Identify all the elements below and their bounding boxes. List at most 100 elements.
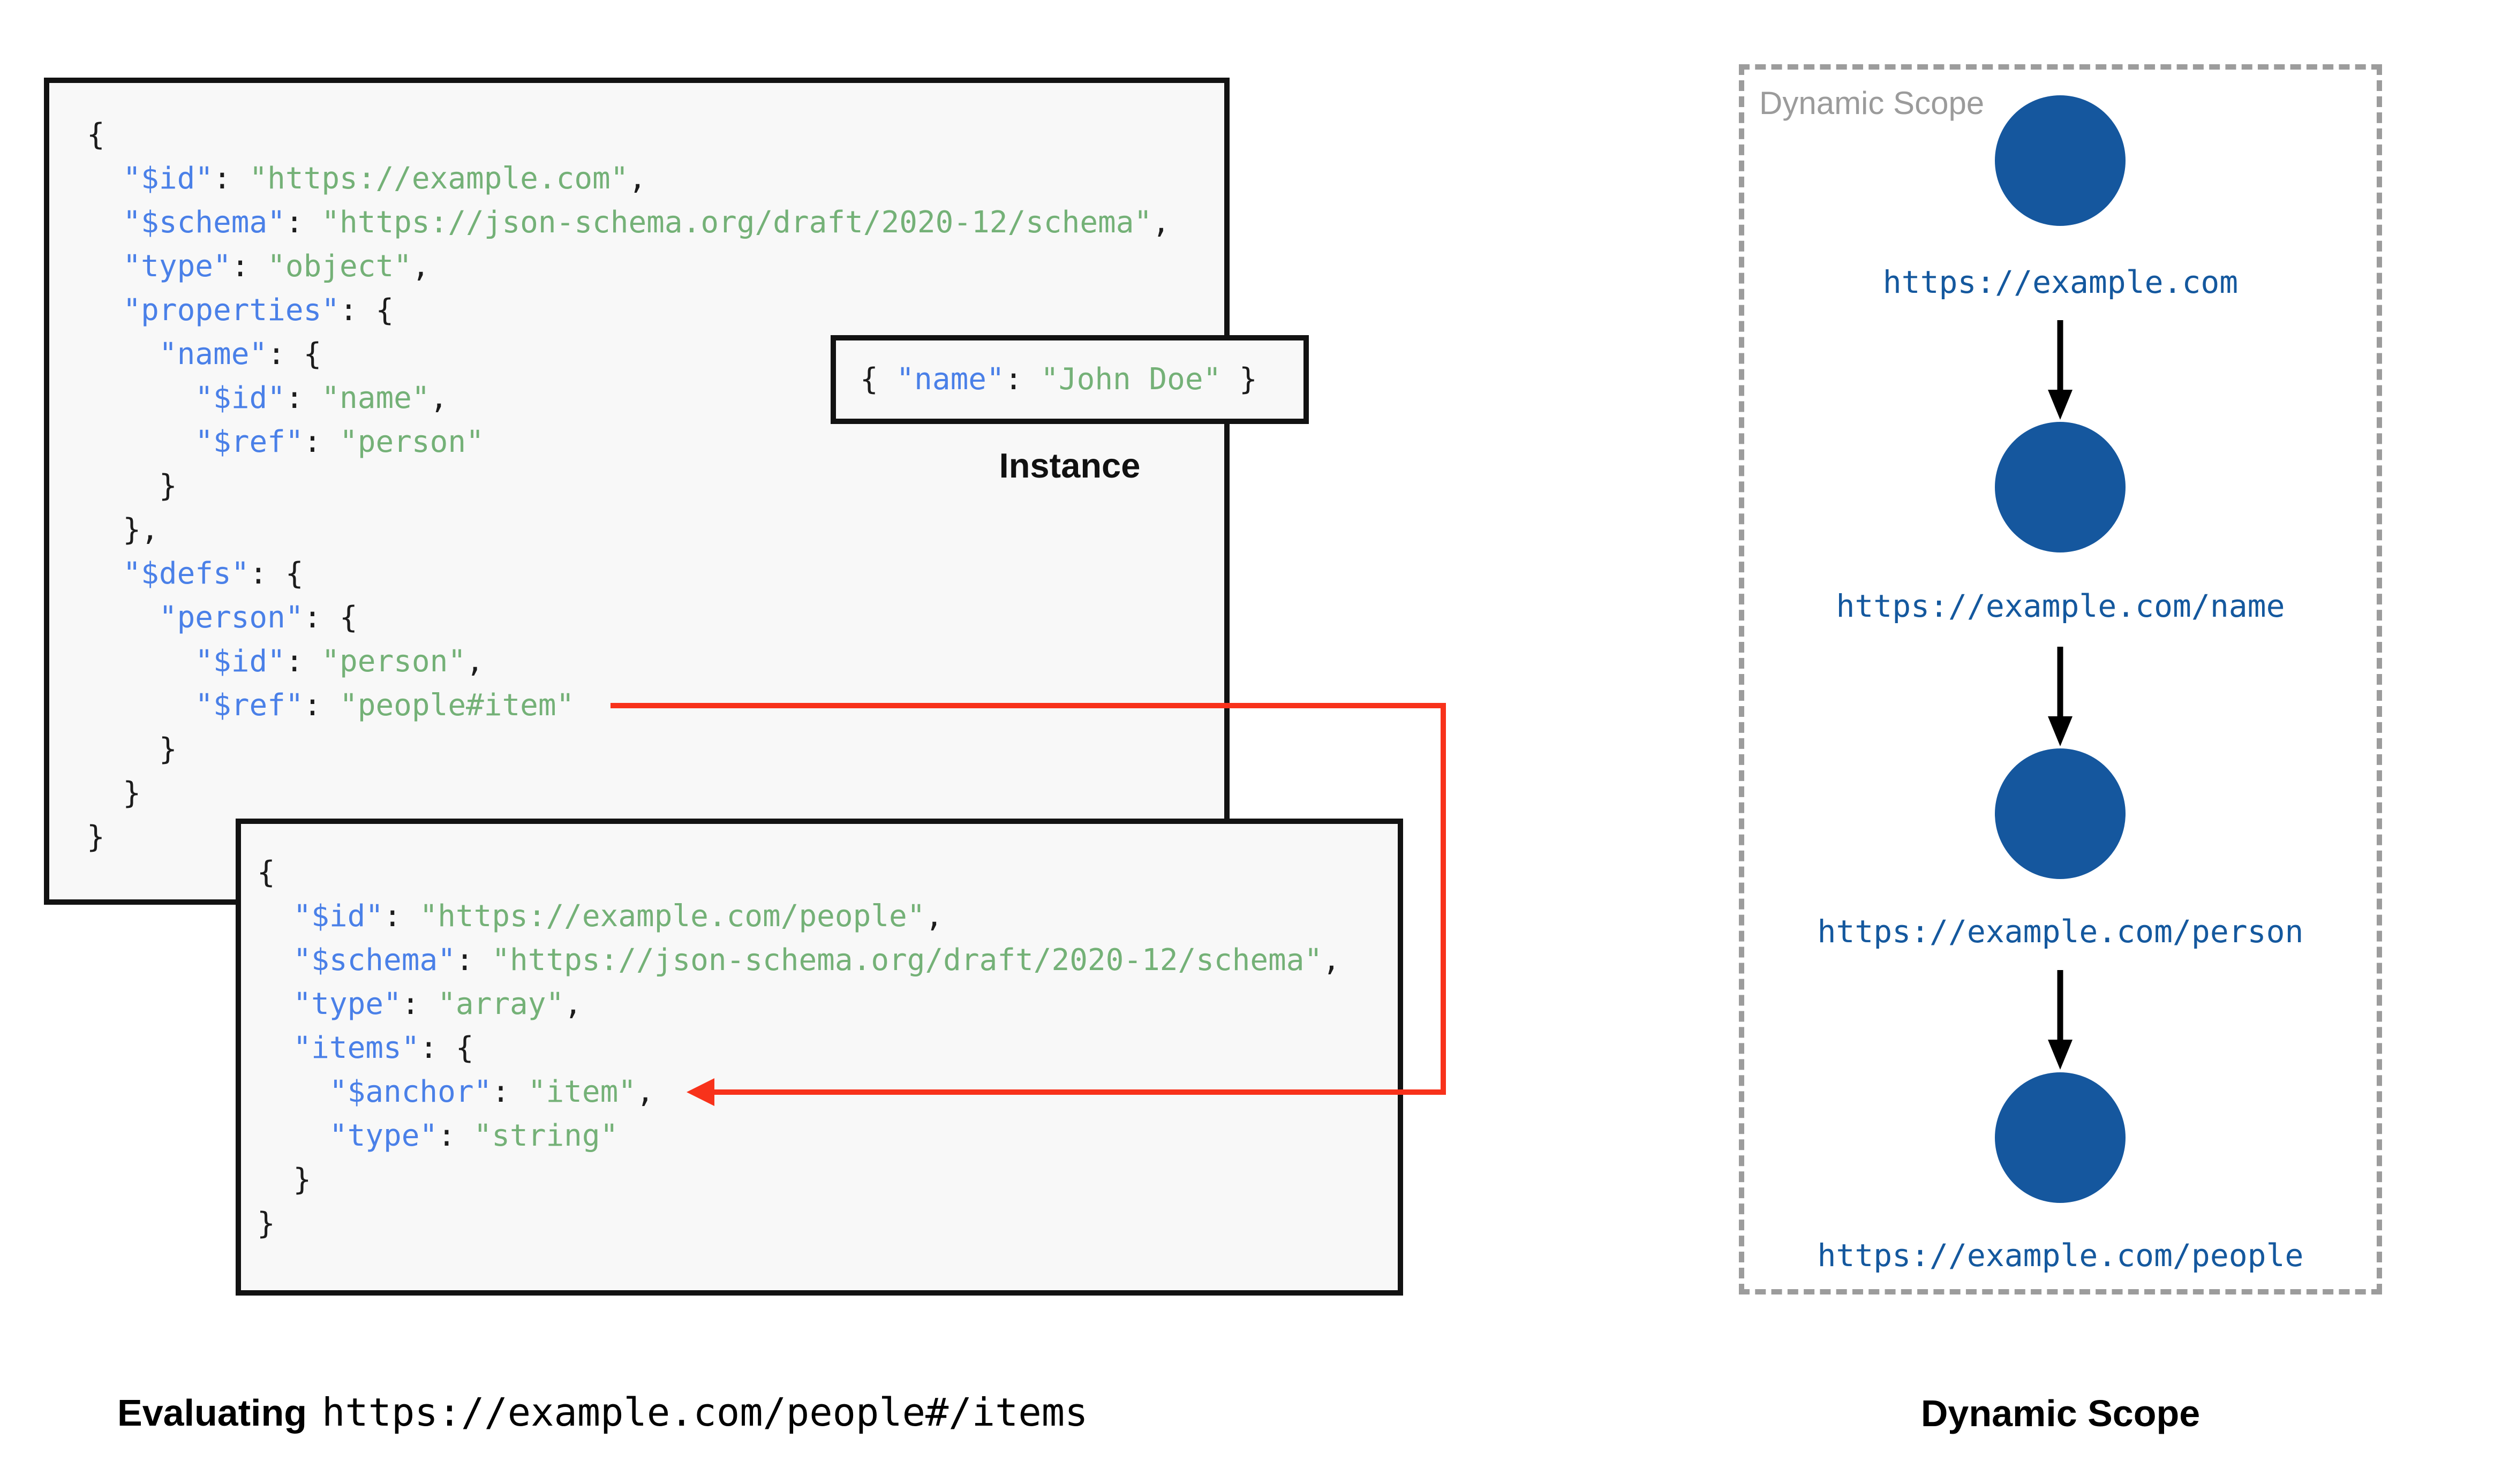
scope-node-url-1: https://example.com xyxy=(1882,264,2239,300)
schema-root-box: { "$id": "https://example.com", "$schema… xyxy=(44,78,1230,905)
down-arrow-head xyxy=(2048,390,2073,420)
caption-dynamic-scope: Dynamic Scope xyxy=(1920,1392,2201,1434)
code-token: "https://json-schema.org/draft/2020-12/s… xyxy=(321,205,1152,240)
code-token: , xyxy=(1152,205,1170,240)
code-token: } xyxy=(87,468,177,503)
code-token xyxy=(257,1074,329,1109)
code-token xyxy=(87,644,195,679)
code-token: "https://json-schema.org/draft/2020-12/s… xyxy=(492,943,1323,978)
caption-evaluating-uri: https://example.com/people#/items xyxy=(321,1390,1088,1435)
code-line: "$defs": { xyxy=(87,552,1214,596)
schema-root-code: { "$id": "https://example.com", "$schema… xyxy=(87,113,1214,859)
code-token: : { xyxy=(267,337,322,372)
code-token: { xyxy=(257,855,275,890)
schema-people-code: { "$id": "https://example.com/people", "… xyxy=(257,851,1387,1246)
code-token xyxy=(257,943,293,978)
code-token xyxy=(257,899,293,934)
code-token: : xyxy=(231,249,268,284)
code-line: } xyxy=(87,815,1214,859)
code-token: , xyxy=(466,644,484,679)
code-token: "name" xyxy=(896,362,1005,397)
code-token: "John Doe" xyxy=(1041,362,1222,397)
down-arrow-icon xyxy=(2048,647,2073,746)
code-token: : xyxy=(492,1074,528,1109)
code-line: "$id": "https://example.com/people", xyxy=(257,895,1387,938)
code-token: { xyxy=(87,117,105,152)
code-token: "https://example.com" xyxy=(249,161,629,196)
code-line: }, xyxy=(87,508,1214,552)
code-line: } xyxy=(257,1202,1387,1246)
code-line: } xyxy=(87,728,1214,771)
code-token: , xyxy=(1322,943,1340,978)
code-token xyxy=(87,161,123,196)
code-line: "properties": { xyxy=(87,289,1214,332)
code-token: } xyxy=(257,1206,275,1241)
down-arrow-head xyxy=(2048,716,2073,746)
code-token: : { xyxy=(303,600,358,635)
code-token: "name" xyxy=(321,381,430,415)
code-token: "type" xyxy=(329,1118,438,1153)
code-token: "type" xyxy=(123,249,231,284)
code-token xyxy=(257,1118,329,1153)
code-token: : { xyxy=(340,293,394,328)
code-token: "$id" xyxy=(195,644,285,679)
code-token: : xyxy=(438,1118,474,1153)
instance-box: { "name": "John Doe" } xyxy=(831,335,1309,424)
caption-evaluating: Evaluating https://example.com/people#/i… xyxy=(117,1390,1088,1435)
code-token: "name" xyxy=(159,337,268,372)
code-token: "item" xyxy=(527,1074,637,1109)
code-token: "type" xyxy=(293,987,402,1021)
code-line: "type": "object", xyxy=(87,245,1214,289)
code-token xyxy=(87,556,123,591)
code-line: "$schema": "https://json-schema.org/draf… xyxy=(87,201,1214,245)
code-token: "person" xyxy=(321,644,466,679)
dynamic-scope-panel xyxy=(1739,64,2382,1294)
code-token: } xyxy=(87,732,177,767)
code-token: "people#item" xyxy=(340,688,575,723)
code-line: "$id": "name", xyxy=(87,376,1214,420)
code-line: "$id": "person", xyxy=(87,640,1214,684)
scope-node-url-3: https://example.com/person xyxy=(1817,913,2304,950)
code-token: : xyxy=(285,644,322,679)
code-token: } xyxy=(1221,362,1257,397)
code-token: "object" xyxy=(267,249,412,284)
scope-node-url-2: https://example.com/name xyxy=(1836,588,2285,624)
code-token: , xyxy=(628,161,647,196)
code-token xyxy=(87,337,159,372)
code-line: "$anchor": "item", xyxy=(257,1070,1387,1114)
code-token: "person" xyxy=(340,425,484,459)
code-line: { xyxy=(87,113,1214,157)
code-token: : xyxy=(213,161,250,196)
schema-people-box: { "$id": "https://example.com/people", "… xyxy=(236,819,1403,1296)
code-line: } xyxy=(257,1158,1387,1202)
code-token xyxy=(257,987,293,1021)
code-line: "$ref": "people#item" xyxy=(87,684,1214,728)
code-token: : { xyxy=(419,1031,474,1065)
code-token: : { xyxy=(249,556,304,591)
scope-node-circle-1 xyxy=(1995,95,2126,226)
code-line: "person": { xyxy=(87,596,1214,640)
code-line: } xyxy=(87,771,1214,815)
code-token: : xyxy=(303,425,340,459)
code-token: : xyxy=(383,899,420,934)
code-token: "https://example.com/people" xyxy=(419,899,925,934)
code-token xyxy=(87,249,123,284)
code-token xyxy=(87,293,123,328)
code-token: : xyxy=(303,688,340,723)
code-token: "string" xyxy=(473,1118,619,1153)
code-token: "$schema" xyxy=(123,205,285,240)
code-token: "properties" xyxy=(123,293,340,328)
code-token xyxy=(87,688,195,723)
code-token: , xyxy=(636,1074,654,1109)
code-token: }, xyxy=(87,512,159,547)
code-token xyxy=(87,381,195,415)
code-token: , xyxy=(411,249,430,284)
code-token: , xyxy=(429,381,448,415)
code-line: "name": { xyxy=(87,332,1214,376)
down-arrow-icon xyxy=(2048,320,2073,420)
code-token: : xyxy=(401,987,438,1021)
caption-evaluating-word: Evaluating xyxy=(117,1392,307,1434)
code-token: : xyxy=(455,943,492,978)
code-token: : xyxy=(285,381,322,415)
code-token: "$id" xyxy=(195,381,285,415)
